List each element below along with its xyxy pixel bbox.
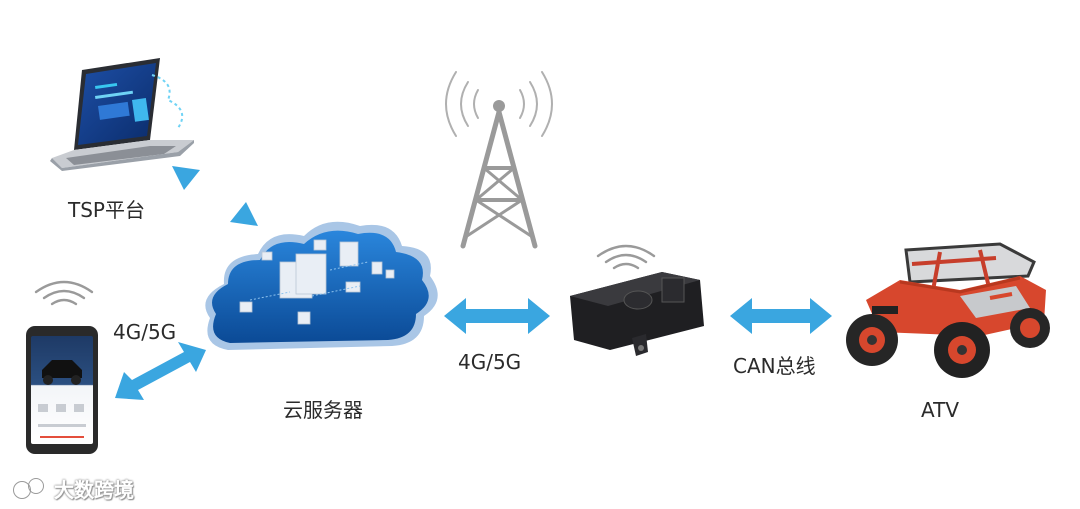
laptop-icon — [50, 58, 194, 171]
vehicle-label: ATV — [921, 398, 960, 422]
cloud-server-label: 云服务器 — [283, 398, 363, 422]
tsp-platform-label: TSP平台 — [68, 198, 145, 222]
atv-vehicle-icon — [846, 242, 1050, 378]
network-label-left: 4G/5G — [113, 320, 177, 344]
watermark-logo-icon — [13, 477, 44, 499]
double-arrow-icon — [115, 342, 206, 400]
telematics-box-icon — [570, 272, 704, 356]
cell-tower-icon — [460, 100, 538, 249]
smartphone-icon — [26, 326, 98, 454]
wifi-signal-icon — [445, 71, 553, 137]
atv-wheel — [846, 314, 898, 366]
double-arrow-icon — [172, 166, 258, 226]
wifi-signal-icon — [34, 280, 94, 306]
double-arrow-icon — [730, 298, 832, 334]
wifi-signal-icon — [596, 244, 656, 270]
atv-wheel — [934, 322, 990, 378]
can-bus-label: CAN总线 — [733, 354, 816, 378]
double-arrow-icon — [444, 298, 550, 334]
cloud-server-icon — [205, 221, 438, 350]
watermark: 大数跨境 — [12, 474, 134, 503]
watermark-text: 大数跨境 — [54, 478, 134, 502]
network-label-middle: 4G/5G — [458, 350, 522, 374]
atv-wheel — [1010, 308, 1050, 348]
